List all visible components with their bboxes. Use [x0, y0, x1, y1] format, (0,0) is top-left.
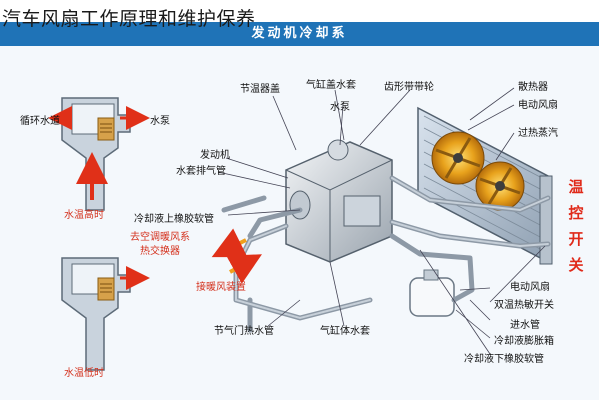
label-to-heater: 去空调暖风系: [130, 232, 190, 243]
flow-arrow-heater-out: [211, 228, 248, 258]
label-lower-hose: 冷却液下橡胶软管: [464, 354, 544, 365]
label-overheat-steam: 过热蒸汽: [518, 128, 558, 139]
label-dual-temp-switch: 双温热敏开关: [494, 300, 554, 311]
label-heater-connection: 接暖风装置: [196, 282, 246, 293]
leader-lines: [217, 87, 546, 355]
header-title: 发动机冷却系: [251, 26, 348, 41]
label-heat-exchanger: 热交换器: [140, 246, 180, 257]
label-water-pump: 水泵: [330, 102, 350, 113]
side-label-char-1: 温: [568, 178, 584, 196]
engine: [285, 139, 393, 263]
label-belt-pulley: 齿形带带轮: [384, 82, 434, 93]
thermostat-cold: [61, 257, 150, 371]
label-inlet-pipe: 进水管: [510, 320, 540, 331]
label-expansion-tank: 冷却液膨胀箱: [494, 336, 554, 347]
side-label-char-2: 控: [568, 204, 584, 222]
label-circulation-passage: 循环水道: [20, 116, 60, 127]
label-low-temp: 水温低时: [64, 368, 104, 379]
label-upper-hose: 冷却液上橡胶软管: [134, 214, 214, 225]
fan-right: [475, 161, 525, 211]
thermostat-hot: [48, 97, 150, 211]
page-title: 汽车风扇工作原理和维护保养: [2, 8, 256, 30]
fan-left: [431, 131, 485, 185]
label-radiator: 散热器: [518, 82, 548, 93]
header-band: [0, 22, 599, 46]
label-water-pump-top: 水泵: [150, 116, 170, 127]
side-label-char-3: 开: [568, 230, 584, 248]
label-cylinder-head-jacket: 气缸盖水套: [306, 80, 356, 91]
label-high-temp: 水温高时: [64, 210, 104, 221]
label-thermostat-cover: 节温器盖: [240, 84, 280, 95]
side-label-char-4: 关: [568, 256, 584, 274]
label-block-jacket: 气缸体水套: [320, 326, 370, 337]
label-throttle-hot-water-pipe: 节气门热水管: [214, 326, 274, 337]
expansion-tank: [409, 269, 455, 317]
flow-arrow-heater-in: [226, 254, 262, 284]
label-engine: 发动机: [200, 150, 230, 161]
label-electric-fan: 电动风扇: [518, 100, 558, 111]
label-jacket-exhaust-pipe: 水套排气管: [176, 166, 226, 177]
label-fan-motor: 电动风扇: [510, 282, 550, 293]
